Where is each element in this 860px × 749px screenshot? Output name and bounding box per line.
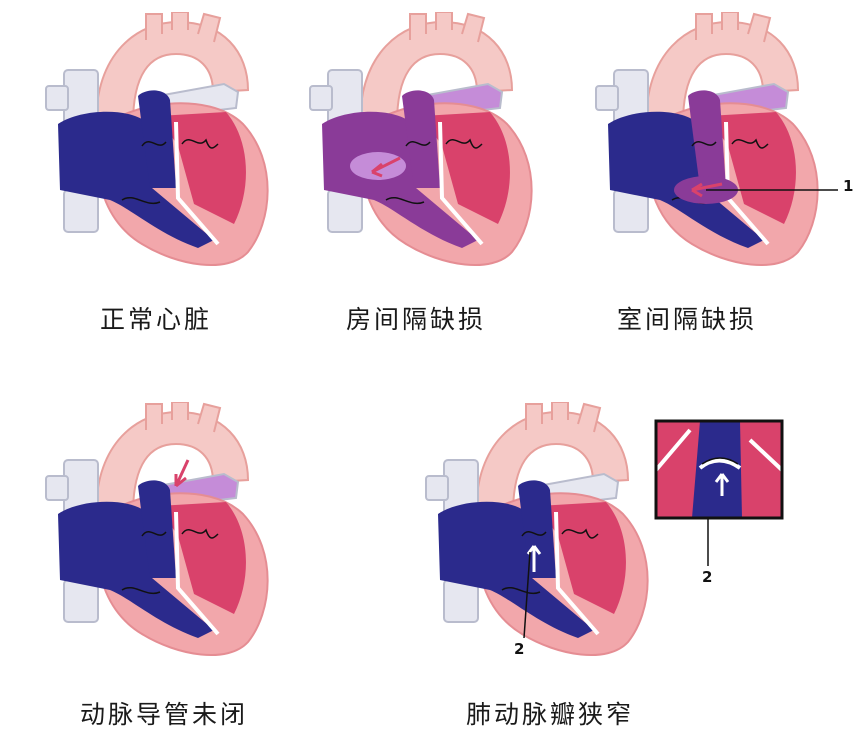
septum-wall	[438, 121, 484, 246]
vena-cava-side	[595, 85, 619, 111]
callout-label-inset: 2	[702, 568, 713, 586]
pulmonary-trunk	[138, 480, 176, 578]
caption-ventricular-septal-defect: 室间隔缺损	[617, 305, 758, 334]
pulmonary-trunk	[688, 90, 726, 188]
aortic-arch	[94, 410, 250, 515]
heart-ps	[425, 402, 649, 657]
aortic-arch	[94, 20, 250, 125]
left-chamber	[422, 112, 510, 224]
vena-cava-side	[309, 85, 333, 111]
right-chamber	[58, 501, 214, 638]
caption-atrial-septal-defect: 房间隔缺损	[346, 305, 487, 334]
aortic-branches	[409, 12, 486, 43]
vena-cava-side	[45, 475, 69, 501]
stenosis-inset	[654, 419, 784, 520]
ductus-arrow	[174, 459, 190, 488]
callout-label-vsd: 1	[843, 177, 854, 195]
valve-lines	[501, 528, 599, 595]
vena-cava-side	[45, 85, 69, 111]
shunt-arrow	[371, 156, 401, 178]
heart-normal	[45, 12, 269, 267]
valve-lines	[121, 528, 219, 595]
septum-wall	[554, 511, 600, 636]
valve-lines	[385, 138, 483, 205]
leader-line-ps	[523, 551, 531, 639]
valve-lines	[121, 138, 219, 205]
aortic-arch	[358, 20, 514, 125]
right-chamber	[438, 501, 594, 638]
septum-wall	[174, 511, 220, 636]
callout-label-ps: 2	[514, 640, 525, 658]
heart-vsd	[595, 12, 819, 267]
right-chamber	[58, 111, 214, 248]
aortic-branches	[695, 12, 772, 43]
stenosis-arrow	[526, 545, 542, 572]
left-chamber	[708, 112, 796, 224]
aortic-branches	[145, 402, 222, 433]
shunt-arrow	[691, 182, 723, 198]
pulmonary-trunk	[138, 90, 176, 188]
aortic-arch	[644, 20, 800, 125]
caption-patent-ductus-arteriosus: 动脉导管未闭	[80, 700, 249, 729]
caption-pulmonary-stenosis: 肺动脉瓣狭窄	[466, 700, 635, 729]
left-chamber	[158, 112, 246, 224]
pulmonary-trunk	[402, 90, 440, 188]
septum-wall	[174, 121, 220, 246]
heart-asd	[309, 12, 533, 267]
vena-cava-side	[425, 475, 449, 501]
aortic-branches	[525, 402, 602, 433]
left-chamber	[158, 502, 246, 614]
left-chamber	[538, 502, 626, 614]
caption-normal-heart: 正常心脏	[100, 305, 213, 334]
right-chamber	[322, 111, 478, 248]
aortic-arch	[474, 410, 630, 515]
heart-pda	[45, 402, 269, 657]
aortic-branches	[145, 12, 222, 43]
